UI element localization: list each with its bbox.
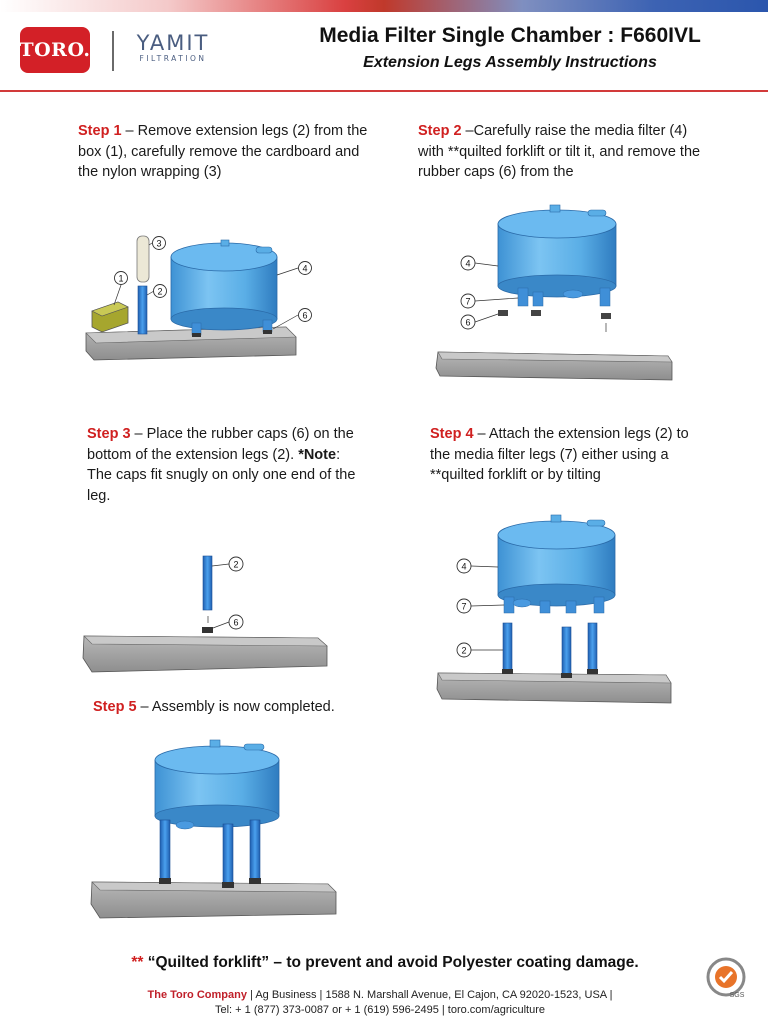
step-3-text: Step 3 – Place the rubber caps (6) on th… bbox=[87, 426, 356, 504]
svg-text:2: 2 bbox=[157, 287, 162, 297]
header-color-bar bbox=[0, 0, 768, 12]
callout-1 bbox=[114, 271, 128, 285]
filter-leg bbox=[503, 596, 515, 614]
extension-leg bbox=[137, 285, 148, 335]
extension-leg bbox=[202, 555, 213, 611]
page-subtitle: Extension Legs Assembly Instructions bbox=[363, 54, 657, 71]
page-title: Media Filter Single Chamber : F660IVL bbox=[319, 24, 701, 47]
svg-text:6: 6 bbox=[233, 618, 238, 628]
svg-text:7: 7 bbox=[461, 602, 466, 612]
callout-3 bbox=[152, 236, 166, 250]
svg-text:2: 2 bbox=[233, 560, 238, 570]
sgs-certification-icon: SGS bbox=[706, 957, 746, 999]
assembled-leg bbox=[159, 819, 171, 881]
svg-text:2: 2 bbox=[461, 646, 466, 656]
callout-4 bbox=[298, 261, 312, 275]
svg-text:7: 7 bbox=[465, 297, 470, 307]
yamit-logo: YAMIT FILTRATION bbox=[136, 31, 210, 63]
svg-text:6: 6 bbox=[302, 311, 307, 321]
filter-leg bbox=[517, 287, 529, 307]
svg-text:4: 4 bbox=[461, 562, 466, 572]
quilted-forklift-note: ** “Quilted forklift” – to prevent and a… bbox=[131, 954, 639, 971]
footer-company: The Toro Company bbox=[147, 989, 247, 1001]
footer-contact: Tel: + 1 (877) 373-0087 or + 1 (619) 596… bbox=[215, 1004, 545, 1016]
step-5-text: Step 5 – Assembly is now completed. bbox=[93, 699, 335, 715]
step-4-illustration: 4 7 2 bbox=[436, 514, 672, 704]
toro-logo: TORO. bbox=[19, 27, 90, 73]
extension-leg bbox=[502, 622, 513, 674]
rubber-cap bbox=[498, 310, 508, 316]
nylon-wrapping bbox=[136, 235, 150, 283]
footer: The Toro Company | Ag Business | 1588 N.… bbox=[60, 988, 700, 1018]
rubber-cap bbox=[202, 627, 213, 633]
step-5-illustration bbox=[90, 739, 337, 919]
callout-6 bbox=[298, 308, 312, 322]
step-1-illustration: 1 2 3 4 6 bbox=[85, 235, 312, 361]
svg-text:3: 3 bbox=[156, 239, 161, 249]
step-1-text: Step 1 – Remove extension legs (2) from … bbox=[78, 123, 368, 180]
svg-text:4: 4 bbox=[302, 264, 307, 274]
step-4-text: Step 4 – Attach the extension legs (2) t… bbox=[430, 426, 689, 483]
svg-text:4: 4 bbox=[465, 259, 470, 269]
svg-text:6: 6 bbox=[465, 318, 470, 328]
header-divider bbox=[0, 90, 768, 92]
step-3-illustration: 26 bbox=[82, 555, 328, 673]
logo-divider bbox=[112, 31, 114, 71]
step-2-text: Step 2 –Carefully raise the media filter… bbox=[418, 123, 701, 180]
svg-text:1: 1 bbox=[118, 274, 123, 284]
step-2-illustration: 4 7 6 bbox=[435, 204, 673, 381]
svg-text:SGS: SGS bbox=[730, 992, 745, 999]
